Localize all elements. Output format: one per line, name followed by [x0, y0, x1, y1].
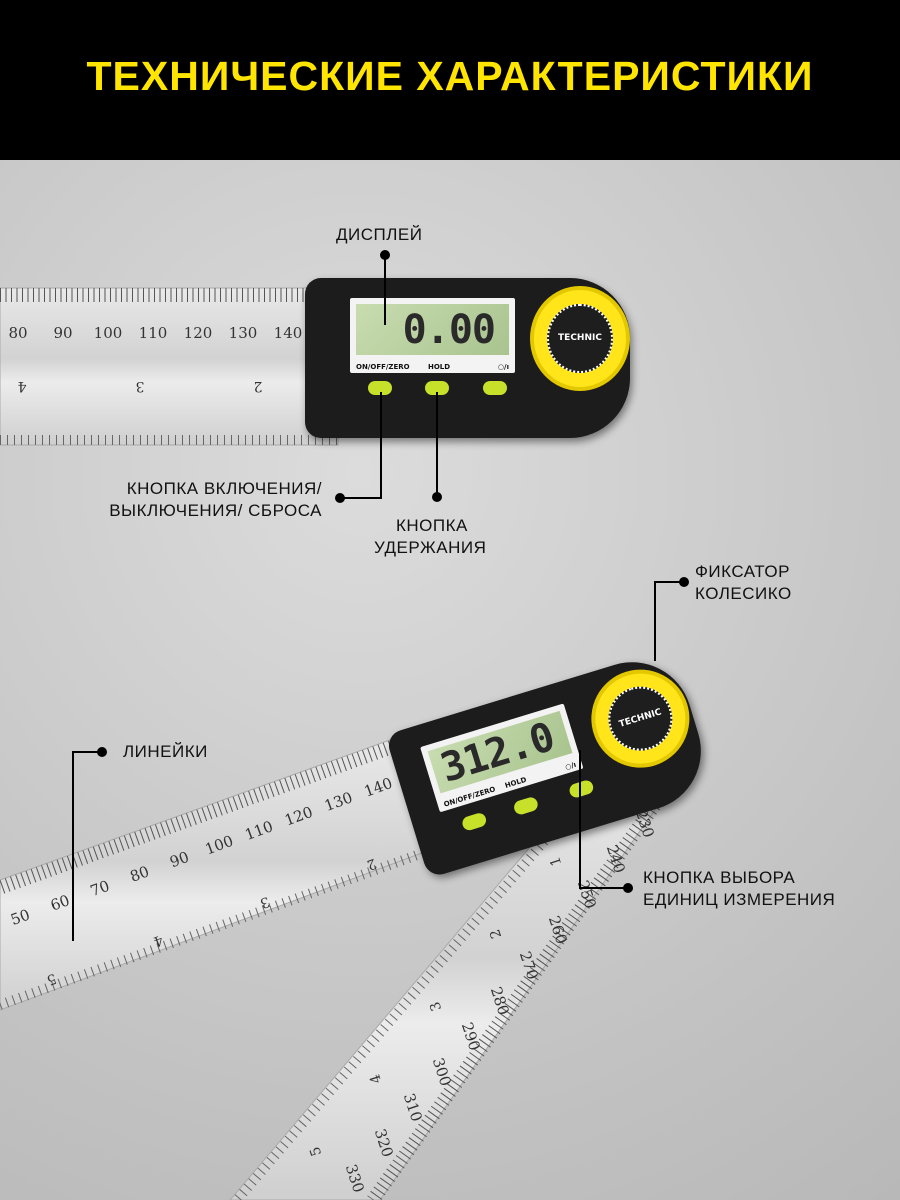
callout-rulers: ЛИНЕЙКИ — [123, 742, 208, 761]
callout-dot — [679, 577, 689, 587]
callout-line — [72, 751, 74, 941]
page-title: ТЕХНИЧЕСКИЕ ХАРАКТЕРИСТИКИ — [86, 52, 814, 99]
brand-logo: TECHNIC — [546, 303, 614, 374]
ruler-top: 80 90 100 110 120 130 140 4 3 2 — [0, 287, 339, 446]
callout-line — [384, 255, 386, 325]
ruler-inch-label: 2 — [254, 378, 263, 394]
callout-line — [72, 751, 100, 753]
angle-finder-top: 0.00 ON/OFF/ZERO HOLD ○/ı TECHNIC — [305, 278, 630, 438]
ruler-cm-label: 80 — [8, 324, 27, 342]
ruler-cm-label: 70 — [88, 877, 112, 900]
callout-hold-line2: УДЕРЖАНИЯ — [374, 538, 487, 557]
callout-line — [340, 497, 382, 499]
label-hold: HOLD — [504, 775, 528, 790]
ruler-cm-label: 90 — [167, 848, 191, 871]
callout-power-line2: ВЫКЛЮЧЕНИЯ/ СБРОСА — [109, 501, 322, 520]
callout-lock-line1: ФИКСАТОР — [695, 562, 790, 581]
callout-line — [579, 750, 581, 889]
ruler-cm-label: 110 — [139, 324, 168, 342]
callout-line — [654, 581, 682, 583]
lcd-screen: 0.00 ON/OFF/ZERO HOLD ○/ı — [350, 298, 515, 373]
label-hold: HOLD — [428, 363, 451, 371]
brand-logo: TECHNIC — [599, 678, 681, 760]
display-value: 312.0 — [435, 714, 560, 792]
callout-line — [436, 392, 438, 494]
callout-units-line1: КНОПКА ВЫБОРА — [643, 868, 796, 887]
label-units: ○/ı — [564, 760, 578, 772]
callout-dot — [97, 747, 107, 757]
power-button[interactable] — [460, 811, 488, 832]
ruler-cm-label: 80 — [128, 862, 152, 885]
ruler-cm-label: 140 — [274, 324, 303, 342]
power-button[interactable] — [368, 381, 392, 395]
callout-dot — [623, 883, 633, 893]
callout-lock-line2: КОЛЕСИКО — [695, 584, 792, 603]
ruler-inch-label: 3 — [136, 378, 145, 394]
ruler-cm-label: 130 — [229, 324, 258, 342]
callout-power-line1: КНОПКА ВКЛЮЧЕНИЯ/ — [126, 479, 322, 498]
callout-hold-line1: КНОПКА — [396, 516, 468, 535]
hold-button[interactable] — [425, 381, 449, 395]
callout-line — [579, 887, 625, 889]
units-button[interactable] — [567, 778, 595, 800]
callout-line — [654, 581, 656, 661]
display-value: 0.00 — [402, 306, 496, 353]
callout-display: ДИСПЛЕЙ — [336, 225, 423, 244]
ruler-cm-label: 120 — [184, 324, 213, 342]
ruler-inch-label: 4 — [17, 378, 26, 394]
callout-units-line2: ЕДИНИЦ ИЗМЕРЕНИЯ — [643, 890, 836, 909]
ruler-cm-label: 90 — [53, 324, 72, 342]
callout-dot — [432, 492, 442, 502]
hold-button[interactable] — [512, 795, 540, 817]
ruler-cm-label: 60 — [48, 891, 72, 914]
units-button[interactable] — [483, 381, 507, 395]
lcd-screen: 312.0 ON/OFF/ZERO HOLD ○/ı — [420, 703, 584, 813]
callout-line — [380, 392, 382, 499]
lock-wheel[interactable]: TECHNIC — [530, 286, 630, 391]
label-on-off: ON/OFF/ZERO — [356, 363, 410, 371]
ruler-cm-label: 50 — [8, 906, 32, 929]
ruler-cm-label: 100 — [94, 324, 123, 342]
title-banner: ТЕХНИЧЕСКИЕ ХАРАКТЕРИСТИКИ — [0, 0, 900, 160]
label-units: ○/ı — [497, 363, 509, 371]
